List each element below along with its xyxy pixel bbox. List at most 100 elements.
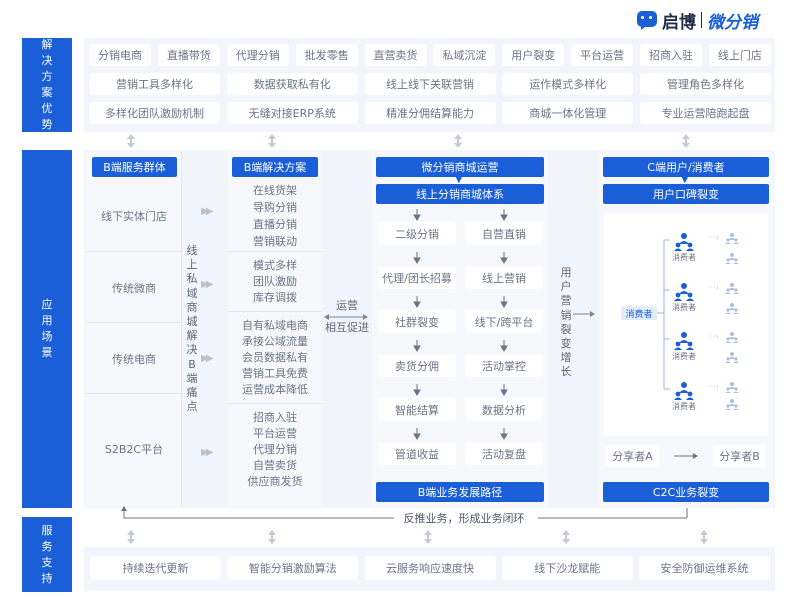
chip: 营销工具多样化 <box>89 73 220 95</box>
consumer-root-node: 消费者 <box>621 306 657 320</box>
chip: 代理分销 <box>226 44 289 66</box>
chip: 线上线下关联营销 <box>364 73 496 95</box>
chip: 多样化团队激励机制 <box>89 102 220 124</box>
service-item: 线下沙龙赋能 <box>501 556 633 580</box>
flow-step: 线下/跨平台 <box>465 310 543 333</box>
b-service-column <box>86 152 182 506</box>
feedback-loop-label: 反推业务，形成业务闭环 <box>403 512 525 525</box>
chip: 直播带货 <box>157 44 220 66</box>
svg-text:···›: ···› <box>708 283 719 292</box>
brand-product: 微分销 <box>707 12 758 33</box>
flow-step: 二级分销 <box>378 222 456 245</box>
mall-system-title: 线上分销商城体系 <box>376 184 544 204</box>
growth-vertical-label: 用户营销裂变增长 <box>560 266 572 379</box>
c2c-title: C2C业务裂变 <box>603 482 769 502</box>
chat-logo-icon <box>637 11 657 30</box>
side-label-solution: 解决方案优势 <box>22 38 72 132</box>
b-solution-group-4: 招商入驻平台运营代理分销自营卖货供应商发货 <box>247 411 303 488</box>
sharer-a: 分享者A <box>606 445 659 467</box>
service-item: 持续迭代更新 <box>90 556 221 580</box>
consumer-node: 消费者 <box>672 232 696 263</box>
feedback-loop-line <box>121 506 688 519</box>
flow-down-arrows <box>413 209 508 440</box>
side-label-scenario: 应用场景 <box>22 150 72 508</box>
people-group-icon <box>674 283 694 301</box>
arrow-down-icon: ▼ <box>455 174 463 185</box>
service-row: 持续迭代更新 智能分销激励算法 云服务响应速度快 线下沙龙赋能 安全防御运维系统 <box>90 556 770 580</box>
b-service-item: 传统微商 <box>86 253 182 323</box>
section-connector-arrows <box>127 134 690 148</box>
mutual-promotion-label: 相互促进 <box>325 321 369 334</box>
flow-step: 活动复盘 <box>465 442 543 465</box>
chevron-right-icon: ▶▶ <box>201 206 214 217</box>
chip: 分销电商 <box>89 44 151 66</box>
solution-row-1: 分销电商 直播带货 代理分销 批发零售 直营卖货 私域沉淀 用户裂变 平台运营 … <box>89 44 771 66</box>
b-solution-group-3: 自有私域电商承接公域流量会员数据私有营销工具免费运营成本降低 <box>228 313 322 404</box>
consumer-tree-lines: ···›···›···›···› <box>657 233 719 391</box>
chip: 数据获取私有化 <box>226 73 358 95</box>
side-label-service: 服务支持 <box>22 517 72 592</box>
sharer-b: 分享者B <box>713 445 766 467</box>
flow-step: 智能结算 <box>378 398 456 421</box>
consumer-node: 消费者 <box>672 331 696 362</box>
mall-ops-title: 微分销商城运营 <box>376 157 544 177</box>
flow-right: 自营直销 线上营销 线下/跨平台 活动掌控 数据分析 活动复盘 <box>465 222 543 465</box>
svg-text:···›: ···› <box>708 233 719 242</box>
flow-step: 管道收益 <box>378 442 456 465</box>
section-connector-arrows <box>127 530 708 544</box>
arrow-down-icon: ▼ <box>681 174 689 185</box>
flow-step: 社群裂变 <box>378 310 456 333</box>
chip: 批发零售 <box>295 44 358 66</box>
chip: 线上门店 <box>708 44 771 66</box>
service-item: 智能分销激励算法 <box>227 556 359 580</box>
arrow-right-icon <box>573 311 595 317</box>
brand-logo: 启博 微分销 <box>636 8 758 33</box>
chip: 私域沉淀 <box>433 44 496 66</box>
flow-step: 卖货分佣 <box>378 354 456 377</box>
service-item: 安全防御运维系统 <box>639 556 770 580</box>
chip: 平台运营 <box>571 44 634 66</box>
b-service-item: 线下实体门店 <box>86 180 182 252</box>
solution-row-2: 营销工具多样化 数据获取私有化 线上线下关联营销 运作模式多样化 管理角色多样化 <box>89 73 771 95</box>
flow-step: 数据分析 <box>465 398 543 421</box>
b-path-title: B端业务发展路径 <box>376 482 544 502</box>
b-service-item: S2B2C平台 <box>104 443 164 456</box>
b-solution-title: B端解决方案 <box>232 157 318 177</box>
people-group-icon <box>674 332 694 350</box>
consumer-node: 消费者 <box>672 381 696 412</box>
ops-label: 运营 <box>336 299 358 312</box>
b-solution-column <box>228 152 322 506</box>
chip: 用户裂变 <box>502 44 565 66</box>
b-solution-group-1: 在线货架导购分销直播分销营销联动 <box>228 180 322 252</box>
arrow-right-icon <box>674 453 698 459</box>
chip: 精准分佣结算能力 <box>364 102 496 124</box>
b-service-title: B端服务群体 <box>92 157 177 177</box>
flow-left: 二级分销 代理/团长招募 社群裂变 卖货分佣 智能结算 管道收益 <box>378 222 456 465</box>
brand-divider <box>701 12 702 28</box>
word-of-mouth-title: 用户口碑裂变 <box>603 184 769 204</box>
chip: 商城一体化管理 <box>502 102 634 124</box>
service-item: 云服务响应速度快 <box>364 556 496 580</box>
chip: 无缝对接ERP系统 <box>226 102 358 124</box>
chevron-right-icon: ▶▶ <box>201 447 214 458</box>
chip: 运作模式多样化 <box>502 73 634 95</box>
people-group-icon <box>674 233 694 251</box>
chip: 直营卖货 <box>364 44 427 66</box>
consumer-node: 消费者 <box>672 282 696 313</box>
chip: 管理角色多样化 <box>640 73 771 95</box>
chip: 招商入驻 <box>640 44 702 66</box>
c-user-title: C端用户/消费者 <box>603 157 769 177</box>
chevron-right-icon: ▶▶ <box>201 279 214 290</box>
flow-step: 活动掌控 <box>465 354 543 377</box>
solution-row-3: 多样化团队激励机制 无缝对接ERP系统 精准分佣结算能力 商城一体化管理 专业运… <box>89 102 771 124</box>
people-group-icon <box>674 382 694 400</box>
svg-text:···›: ···› <box>708 382 719 391</box>
b-solution-group-2: 模式多样团队激励库存调拨 <box>228 253 322 312</box>
chevron-right-icon: ▶▶ <box>201 353 214 364</box>
flow-step: 线上营销 <box>465 266 543 289</box>
sub-consumer-icons <box>725 233 739 410</box>
flow-step: 代理/团长招募 <box>378 266 456 289</box>
b-service-item: 传统电商 <box>86 324 182 394</box>
bidirectional-arrow-icon <box>324 314 368 320</box>
